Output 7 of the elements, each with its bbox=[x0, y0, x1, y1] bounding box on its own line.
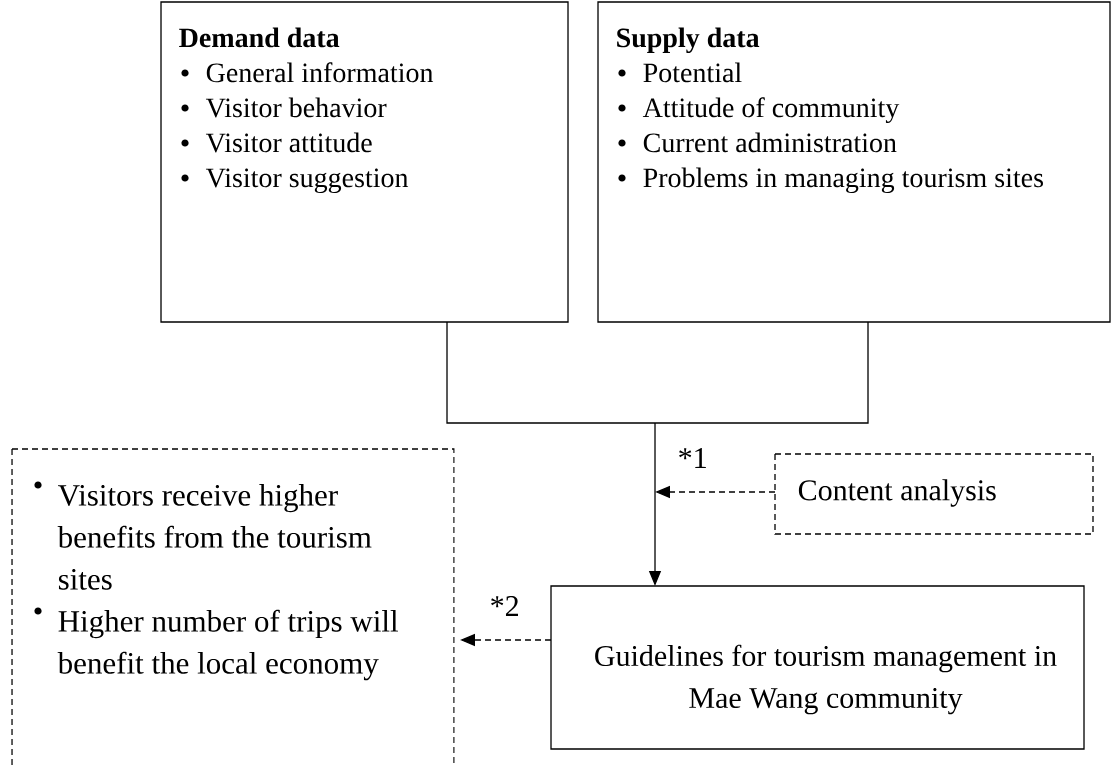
process-box: Content analysis bbox=[774, 453, 1094, 535]
process-box: Guidelines for tourism management in Mae Wang community bbox=[550, 585, 1085, 750]
text-box: Demand data General information Visitor behavior Visitor attitude Visitor suggestion bbox=[160, 1, 569, 323]
text-box: Supply data Potential Attitude of community Current administration Problems in managing tourism sites bbox=[597, 1, 1111, 323]
outcome-box: Visitors receive higher benefits from the tourism sites Higher number of trips will benefit the local economy bbox=[11, 448, 455, 765]
note-mark: *1 bbox=[679, 448, 706, 468]
note-mark: *2 bbox=[491, 596, 518, 616]
